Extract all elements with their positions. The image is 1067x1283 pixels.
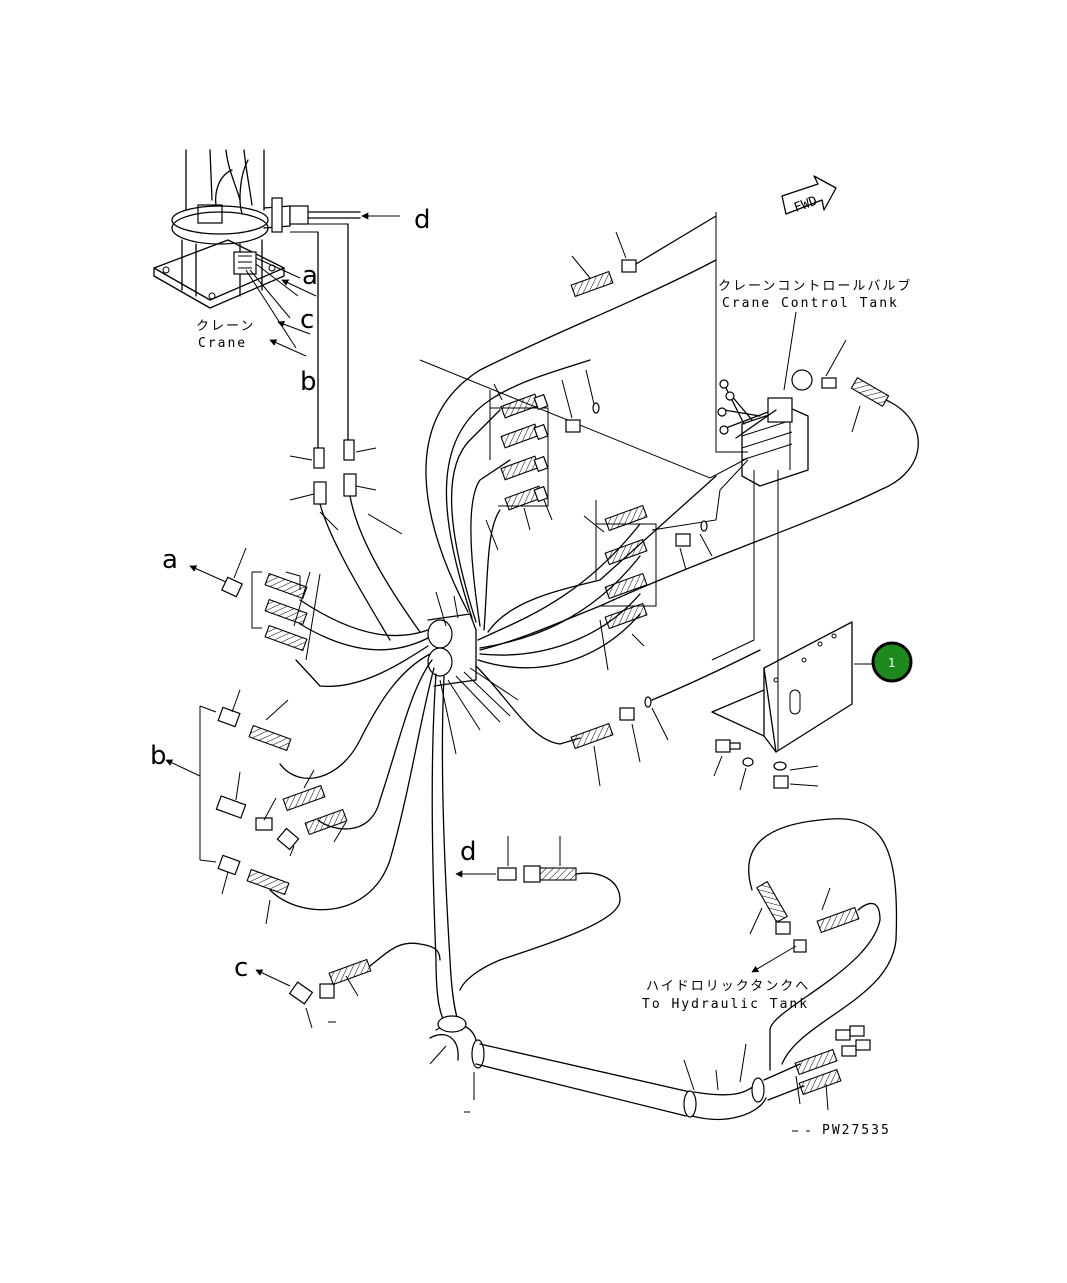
hyd-tank-label-ja: ハイドロリックタンクへ: [646, 979, 810, 994]
upper-top-fittings: [570, 215, 717, 298]
crane-label-ja: クレーン: [196, 319, 255, 334]
crane-lower-fittings: [289, 439, 421, 641]
callout-1[interactable]: 1: [871, 641, 913, 683]
letter-c-top: c: [300, 305, 314, 335]
control-valve-label-en: Crane Control Tank: [722, 296, 899, 311]
letter-a-top: a: [302, 261, 318, 291]
crane-control-valve: [479, 339, 919, 651]
connection-d-top: d: [361, 205, 431, 235]
left-fittings-b: b: [150, 689, 348, 925]
letter-d-top: d: [414, 205, 431, 235]
control-valve-label-ja: クレーンコントロールバルブ: [718, 278, 912, 294]
arrow-left-icon: [189, 565, 227, 583]
callout-1-label: 1: [888, 656, 896, 670]
connection-c-top: c: [277, 305, 314, 335]
return-pipe: [328, 1015, 805, 1120]
drawing-number: PW27535: [822, 1123, 891, 1138]
arrow-left-icon: [281, 279, 317, 297]
hydraulic-tank-connection: [748, 818, 898, 1111]
hyd-tank-label-en: To Hydraulic Tank: [642, 997, 809, 1012]
fwd-arrow-icon: FWD: [781, 175, 837, 216]
bracket-bolts: [713, 739, 819, 791]
left-fittings-a: a: [162, 545, 321, 661]
arrow-left-icon: [255, 969, 291, 987]
middle-fittings-d: d: [455, 836, 621, 991]
letter-a-left: a: [162, 545, 178, 575]
letter-b-top: b: [300, 367, 317, 397]
crane-arrow-lower: [269, 339, 307, 357]
left-fittings-c: c: [234, 942, 441, 1029]
arrow-left-icon: [751, 945, 797, 973]
arrow-left-icon: [165, 759, 201, 777]
arrow-left-icon: [277, 320, 311, 335]
connection-a-top: a: [281, 261, 318, 297]
crane-assembly: [153, 149, 361, 349]
arrow-left-icon: [269, 339, 307, 357]
upper-mid-fittings: [485, 369, 713, 671]
fwd-label: FWD: [792, 194, 819, 216]
lower-mid-fittings: [570, 649, 761, 787]
valve-mounting-bracket: [711, 621, 872, 753]
letter-c-left: c: [234, 953, 248, 983]
letter-b-left: b: [150, 741, 167, 771]
letter-d-mid: d: [460, 837, 477, 867]
crane-label-en: Crane: [198, 336, 247, 351]
